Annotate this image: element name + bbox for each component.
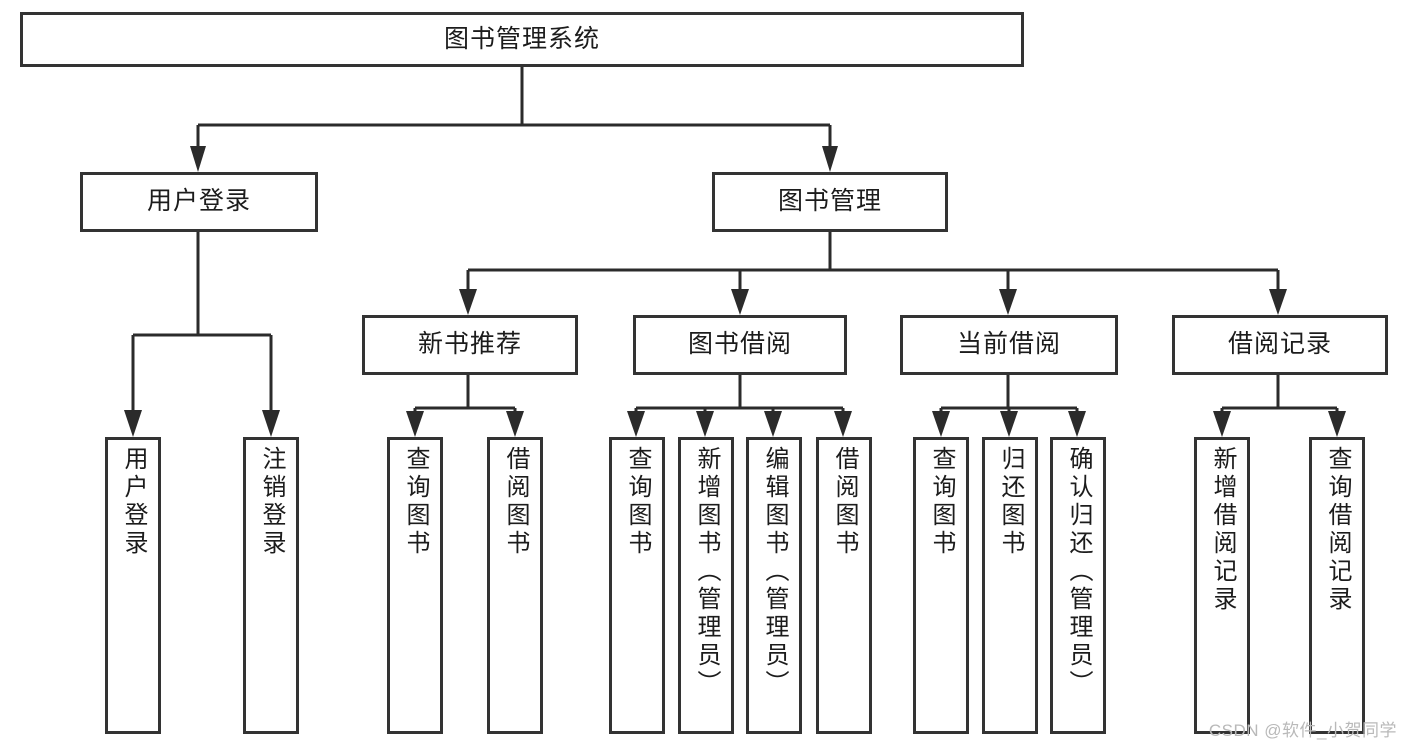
node-label: 用户登录: [146, 187, 251, 216]
node-label: 查询图书: [928, 446, 955, 558]
node-user-login[interactable]: 用户登录: [80, 172, 318, 232]
node-label: 注销登录: [258, 446, 285, 558]
node-label: 归还图书: [997, 446, 1024, 558]
node-label: 查询图书: [402, 446, 429, 558]
node-label: 查询图书: [624, 446, 651, 558]
leaf-user-logout[interactable]: 注销登录: [243, 437, 299, 734]
node-label: 新书推荐: [417, 330, 522, 359]
node-label: 借阅记录: [1227, 330, 1332, 359]
leaf-borrow-book-borrow[interactable]: 借阅图书: [816, 437, 872, 734]
leaf-query-book-recommend[interactable]: 查询图书: [387, 437, 443, 734]
node-new-book-recommend[interactable]: 新书推荐: [362, 315, 578, 375]
node-label: 用户登录: [120, 446, 147, 558]
leaf-query-book-borrow[interactable]: 查询图书: [609, 437, 665, 734]
leaf-add-borrow-record[interactable]: 新增借阅记录: [1194, 437, 1250, 734]
node-label: 图书管理系统: [443, 24, 600, 53]
node-label: 当前借阅: [956, 330, 1061, 359]
leaf-borrow-book-recommend[interactable]: 借阅图书: [487, 437, 543, 734]
leaf-query-book-current[interactable]: 查询图书: [913, 437, 969, 734]
node-label: 新增借阅记录: [1209, 446, 1236, 614]
node-root-system[interactable]: 图书管理系统: [20, 12, 1024, 67]
watermark-text: CSDN @软件_小贺同学: [1208, 721, 1397, 740]
leaf-user-login[interactable]: 用户登录: [105, 437, 161, 734]
node-current-borrow[interactable]: 当前借阅: [900, 315, 1118, 375]
node-label: 借阅图书: [502, 446, 529, 558]
node-book-management[interactable]: 图书管理: [712, 172, 948, 232]
node-label: 图书借阅: [687, 330, 792, 359]
node-label: 编辑图书（管理员）: [761, 446, 788, 698]
leaf-return-book[interactable]: 归还图书: [982, 437, 1038, 734]
leaf-query-borrow-record[interactable]: 查询借阅记录: [1309, 437, 1365, 734]
node-book-borrow[interactable]: 图书借阅: [633, 315, 847, 375]
node-label: 新增图书（管理员）: [693, 446, 720, 698]
node-borrow-record[interactable]: 借阅记录: [1172, 315, 1388, 375]
leaf-add-book-admin[interactable]: 新增图书（管理员）: [678, 437, 734, 734]
leaf-edit-book-admin[interactable]: 编辑图书（管理员）: [746, 437, 802, 734]
node-label: 借阅图书: [831, 446, 858, 558]
node-label: 查询借阅记录: [1324, 446, 1351, 614]
node-label: 图书管理: [777, 187, 882, 216]
leaf-confirm-return-admin[interactable]: 确认归还（管理员）: [1050, 437, 1106, 734]
node-label: 确认归还（管理员）: [1065, 446, 1092, 698]
